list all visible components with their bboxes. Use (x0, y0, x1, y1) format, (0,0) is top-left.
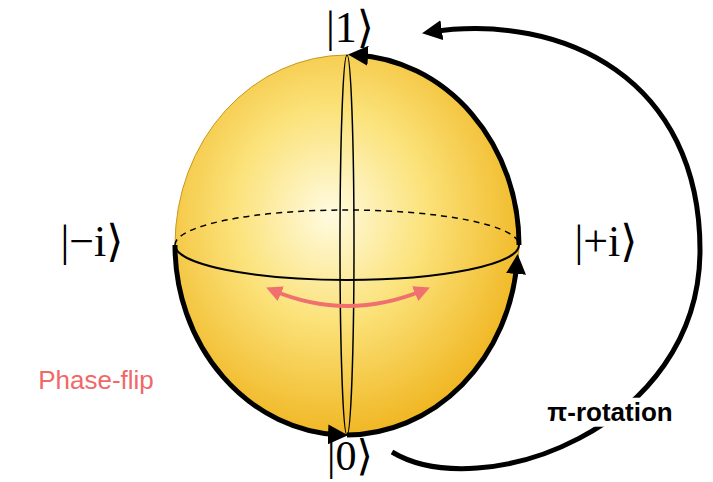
operation-label: π-rotation (544, 398, 675, 427)
sphere (175, 55, 519, 435)
path-arc (175, 245, 340, 435)
state-label: |−i⟩ (57, 218, 126, 266)
state-label: |1⟩ (323, 4, 377, 52)
path-arc (347, 262, 517, 435)
state-label: |0⟩ (324, 433, 376, 479)
equator-front (175, 245, 519, 280)
phase-flip-arrow (272, 290, 424, 306)
rotation-loop (392, 29, 700, 469)
path-arc (356, 55, 519, 245)
operation-label: Phase-flip (35, 366, 157, 395)
meridian (340, 55, 354, 435)
state-label: |+i⟩ (571, 218, 640, 266)
equator-back (175, 210, 519, 245)
